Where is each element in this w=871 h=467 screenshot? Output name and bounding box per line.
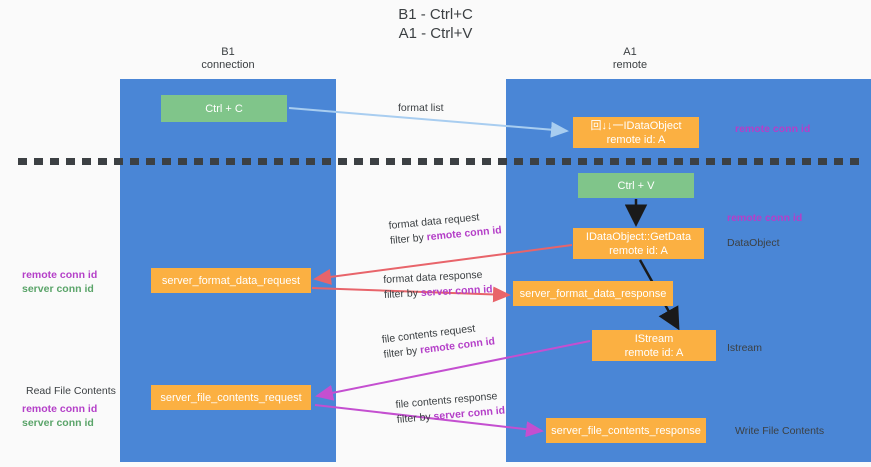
label-format-data-response-line1: format data response — [383, 268, 483, 286]
label-format-list: format list — [398, 102, 444, 114]
node-ctrl-c[interactable]: Ctrl + C — [161, 95, 287, 122]
node-idataobject-remote[interactable]: 回↓↓一IDataObject remote id: A — [573, 117, 699, 148]
dashed-divider — [18, 158, 863, 165]
label-format-data-request-filter-prefix: filter by — [389, 231, 428, 247]
annotation-write-file-contents: Write File Contents — [735, 425, 825, 437]
label-file-contents-request-filter-prefix: filter by — [382, 344, 421, 361]
annotation-left-remote-conn-id-1: remote conn id — [22, 269, 98, 281]
label-file-contents-response-filter-prefix: filter by — [396, 410, 435, 426]
label-format-data-response-filter-value: server conn id — [420, 283, 493, 300]
node-server-file-contents-request[interactable]: server_file_contents_request — [151, 385, 311, 410]
node-server-file-contents-response[interactable]: server_file_contents_response — [546, 418, 706, 443]
column-heading-a1: A1 remote — [612, 46, 648, 71]
label-format-data-response-filter-prefix: filter by — [383, 287, 422, 301]
annotation-read-file-contents: Read File Contents — [26, 385, 116, 397]
node-server-format-data-response[interactable]: server_format_data_response — [513, 281, 673, 306]
label-file-contents-response-filter-value: server conn id — [433, 404, 506, 423]
node-idataobject-getdata[interactable]: IDataObject::GetData remote id: A — [573, 228, 704, 259]
diagram-title: B1 - Ctrl+C A1 - Ctrl+V — [398, 6, 473, 42]
annotation-remote-conn-id-top: remote conn id — [735, 123, 811, 135]
annotation-left-server-conn-id-2: server conn id — [22, 417, 94, 429]
node-ctrl-v[interactable]: Ctrl + V — [578, 173, 694, 198]
node-istream-remote[interactable]: IStream remote id: A — [592, 330, 716, 361]
node-server-format-data-request[interactable]: server_format_data_request — [151, 268, 311, 293]
column-heading-b1: B1 connection — [201, 46, 255, 71]
annotation-left-conn-ids-upper: remote conn id server conn id — [22, 268, 97, 296]
annotation-left-conn-ids-lower: remote conn id server conn id — [22, 402, 97, 430]
annotation-left-remote-conn-id-2: remote conn id — [22, 403, 98, 415]
annotation-left-server-conn-id-1: server conn id — [22, 283, 94, 295]
annotation-istream: Istream — [727, 342, 763, 354]
annotation-remote-conn-id-mid: remote conn id — [727, 212, 803, 224]
annotation-dataobject: DataObject — [727, 237, 780, 249]
